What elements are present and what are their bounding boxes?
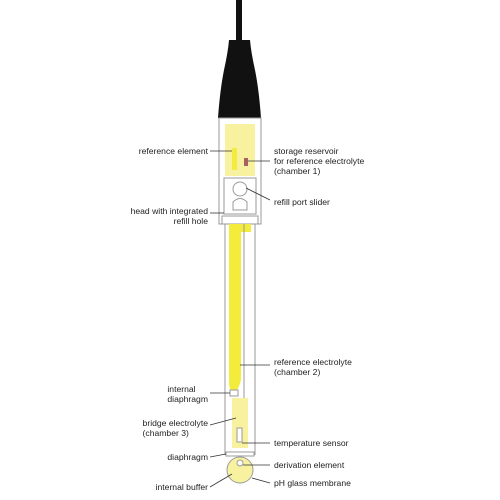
reference-electrolyte	[229, 224, 251, 392]
chamber1-strip	[244, 158, 248, 166]
label-storage-reservoir: storage reservoir for reference electrol…	[274, 146, 365, 176]
electrode-cap	[218, 40, 261, 118]
leader-lines	[209, 150, 271, 488]
label-reference-element: reference element	[138, 146, 208, 156]
electrode-head-ring	[221, 215, 259, 225]
label-head-refill-hole: head with integrated refill hole	[130, 206, 208, 226]
diaphragm	[225, 451, 255, 457]
label-refill-port-slider: refill port slider	[274, 197, 330, 207]
internal-diaphragm	[229, 389, 239, 397]
reference-element	[232, 148, 237, 170]
label-bridge-electrolyte: bridge electrolyte (chamber 3)	[142, 418, 208, 438]
electrode-lower-shaft	[224, 224, 256, 455]
temperature-sensor	[236, 427, 243, 443]
label-ph-glass-membrane: pH glass membrane	[274, 478, 351, 488]
label-diaphragm: diaphragm	[167, 452, 208, 462]
storage-reservoir	[225, 124, 255, 176]
slider-latch	[232, 198, 248, 211]
refill-hole	[232, 181, 248, 197]
derivation-element	[236, 459, 244, 467]
label-reference-electrolyte: reference electrolyte (chamber 2)	[274, 357, 352, 377]
label-internal-diaphragm: internal diaphragm	[167, 384, 208, 404]
ph-glass-bulb	[226, 456, 254, 484]
label-temperature-sensor: temperature sensor	[274, 438, 349, 448]
label-internal-buffer: internal buffer	[155, 482, 208, 492]
label-derivation-element: derivation element	[274, 460, 345, 470]
bridge-electrolyte	[232, 398, 248, 448]
